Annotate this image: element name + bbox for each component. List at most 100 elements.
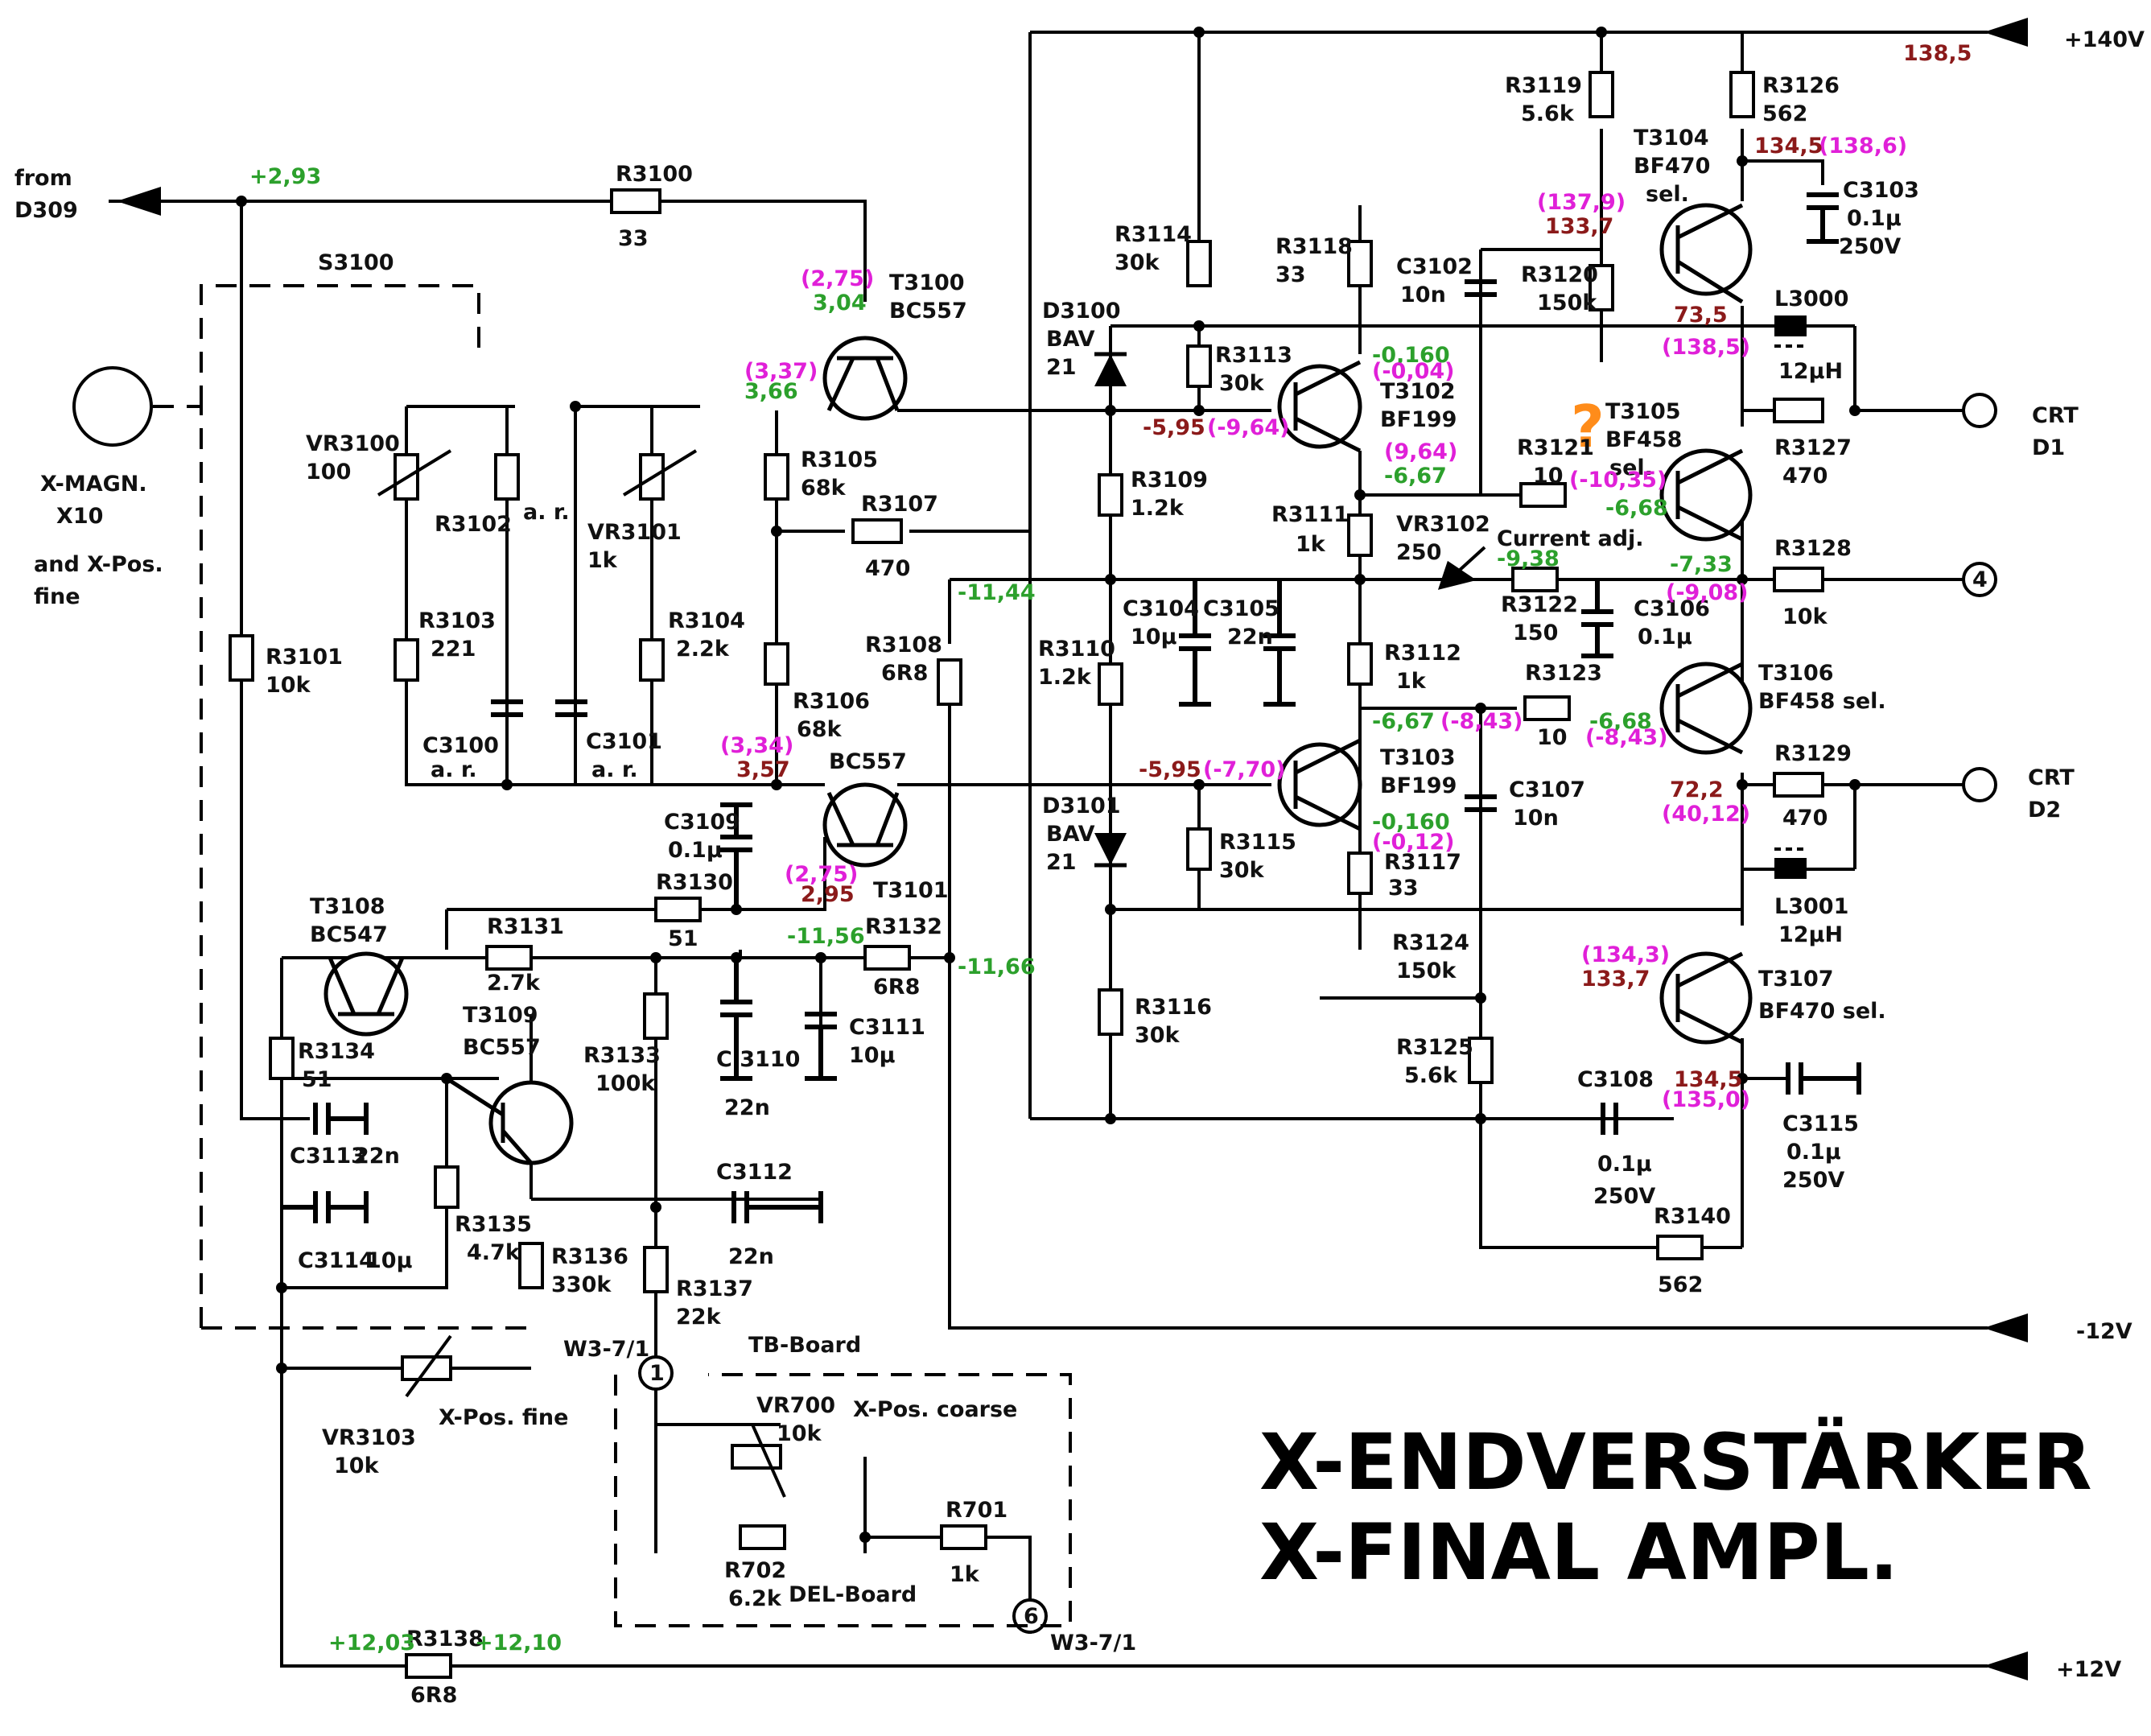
resistor-r3105	[764, 453, 789, 501]
label-c3101-value: a. r.	[591, 757, 638, 782]
capacitors	[282, 192, 1861, 1223]
label-c3115-name: C3115	[1782, 1111, 1859, 1136]
label-r3104-value: 2.2k	[676, 637, 730, 662]
label-t3106-name: T3106	[1758, 661, 1834, 686]
label-c3102-name: C3102	[1396, 254, 1473, 279]
label-r3121-value: 10	[1533, 464, 1564, 489]
diode-d3101	[1094, 833, 1127, 868]
xpos-coarse-label: X-Pos. coarse	[853, 1397, 1017, 1422]
connector-1-label: 1	[649, 1361, 665, 1386]
label-t3104-sel: sel.	[1646, 182, 1689, 207]
v-measured-t3103-emitter: -6,67	[1372, 709, 1435, 734]
label-r3138-name: R3138	[406, 1627, 484, 1651]
label-r701-name: R701	[946, 1498, 1008, 1523]
capacitor-c3111	[805, 1012, 837, 1081]
input-wire	[153, 200, 867, 302]
label-r3116-value: 30k	[1135, 1023, 1181, 1048]
resistor-r3136	[518, 1242, 544, 1289]
v-corr-t3104-base: 133,7	[1545, 214, 1613, 239]
transistor-t3107	[1659, 951, 1753, 1045]
current-adj-label: Current adj.	[1497, 526, 1644, 551]
label-r701-value: 1k	[950, 1562, 980, 1587]
rail-plus12-label: +12V	[2056, 1657, 2121, 1682]
v-ref-t3102-base: (-9,64)	[1207, 415, 1290, 440]
label-r3132-name: R3132	[865, 914, 942, 939]
label-r3138-value: 6R8	[410, 1683, 457, 1708]
label-r3114-value: 30k	[1115, 250, 1160, 275]
label-t3105-name: T3105	[1605, 399, 1681, 424]
capacitor-c3104	[1179, 579, 1211, 707]
title-line-2: X-FINAL AMPL.	[1259, 1507, 1898, 1598]
label-r3140-name: R3140	[1654, 1204, 1731, 1229]
label-vr700-value: 10k	[777, 1421, 822, 1446]
xmagn-label-2: X10	[56, 504, 103, 529]
resistor-r3110	[1098, 662, 1123, 706]
resistor-r3119	[1589, 71, 1614, 118]
resistor-r3138	[405, 1653, 452, 1679]
input-label-from: from	[14, 166, 72, 191]
capacitor-c3103	[1807, 192, 1839, 244]
resistor-r3129	[1773, 772, 1824, 798]
label-r3133-name: R3133	[583, 1043, 661, 1068]
label-t3103-name: T3103	[1380, 745, 1456, 770]
v-ref-t3107-collector: (135,0)	[1662, 1087, 1750, 1112]
label-l3000-name: L3000	[1774, 287, 1848, 311]
transistor-t3109	[445, 1076, 574, 1165]
resistor-r3100	[610, 188, 661, 214]
label-r3105-name: R3105	[801, 447, 878, 472]
label-t3105-sel: sel.	[1609, 456, 1653, 480]
label-c3103-rating: 250V	[1839, 234, 1901, 259]
label-t3107-name: T3107	[1758, 967, 1834, 992]
label-c3115-rating: 250V	[1782, 1168, 1844, 1193]
voltage-annotations: +2,93 3,04 3,66 -0,160 -6,67 -6,68 -9,38…	[249, 41, 1972, 1656]
v-corr-t3102-base: -5,95	[1143, 415, 1205, 440]
capacitor-c3105	[1263, 579, 1296, 707]
label-r3102-value: a. r.	[523, 500, 570, 525]
rail-plus12-arrow	[1984, 1651, 2028, 1680]
label-r3119-name: R3119	[1505, 73, 1582, 98]
v-corr-t3101-emitter: 2,95	[801, 882, 855, 907]
resistor-r3131	[485, 945, 533, 971]
capacitor-c3115	[1786, 1062, 1861, 1095]
label-r3111-value: 1k	[1296, 532, 1326, 557]
label-r3126-name: R3126	[1762, 73, 1840, 98]
v-ref-out-node: (-9,08)	[1666, 580, 1749, 605]
w3-top-label: W3-7/1	[563, 1337, 649, 1362]
label-r3107-value: 470	[865, 556, 910, 581]
title-line-1: X-ENDVERSTÄRKER	[1259, 1416, 2092, 1507]
rail-minus12-arrow	[1984, 1313, 2028, 1342]
pot-vr3102	[1437, 546, 1486, 590]
xmagn-indicator	[72, 366, 153, 447]
label-c3104-value: 10µ	[1131, 625, 1177, 649]
resistor-r3127	[1773, 398, 1824, 423]
label-r3135-name: R3135	[455, 1212, 532, 1237]
v-ref-t3106-base: (-8,43)	[1585, 725, 1668, 750]
label-vr3100-value: 100	[306, 460, 351, 485]
label-t3107-type: BF470 sel.	[1758, 999, 1886, 1024]
label-c3105-name: C3105	[1203, 596, 1279, 621]
label-c3114-name: C3114	[298, 1248, 374, 1273]
resistor-r3122	[1511, 567, 1559, 592]
v-corr-crt-d2-node: 72,2	[1670, 777, 1724, 802]
label-r3134-name: R3134	[298, 1039, 375, 1064]
label-t3105-type: BF458	[1605, 427, 1682, 452]
v-ref-r3123-left: (-8,43)	[1440, 709, 1523, 734]
label-c3105-value: 22n	[1227, 625, 1273, 649]
label-r3126-value: 562	[1762, 101, 1807, 126]
label-r3119-value: 5.6k	[1521, 101, 1575, 126]
v-measured-vr3102: -9,38	[1497, 546, 1560, 571]
label-r3123-name: R3123	[1525, 661, 1602, 686]
label-c3110-value: 22n	[724, 1095, 770, 1120]
label-r3113-value: 30k	[1219, 371, 1265, 396]
v-ref-t3104-emitter: (138,5)	[1662, 335, 1750, 360]
label-r3130-value: 51	[668, 926, 698, 951]
label-vr3101-value: 1k	[587, 548, 618, 573]
label-r3120-value: 150k	[1537, 291, 1597, 315]
v-measured-r3138-right: +12,10	[475, 1631, 562, 1656]
crt-d1-label-2: D1	[2032, 435, 2065, 460]
capacitor-c3113	[313, 1103, 369, 1135]
label-r3115-value: 30k	[1219, 858, 1265, 883]
v-ref-t3101-base: (3,34)	[720, 733, 793, 758]
label-t3101-name: T3101	[873, 878, 949, 903]
